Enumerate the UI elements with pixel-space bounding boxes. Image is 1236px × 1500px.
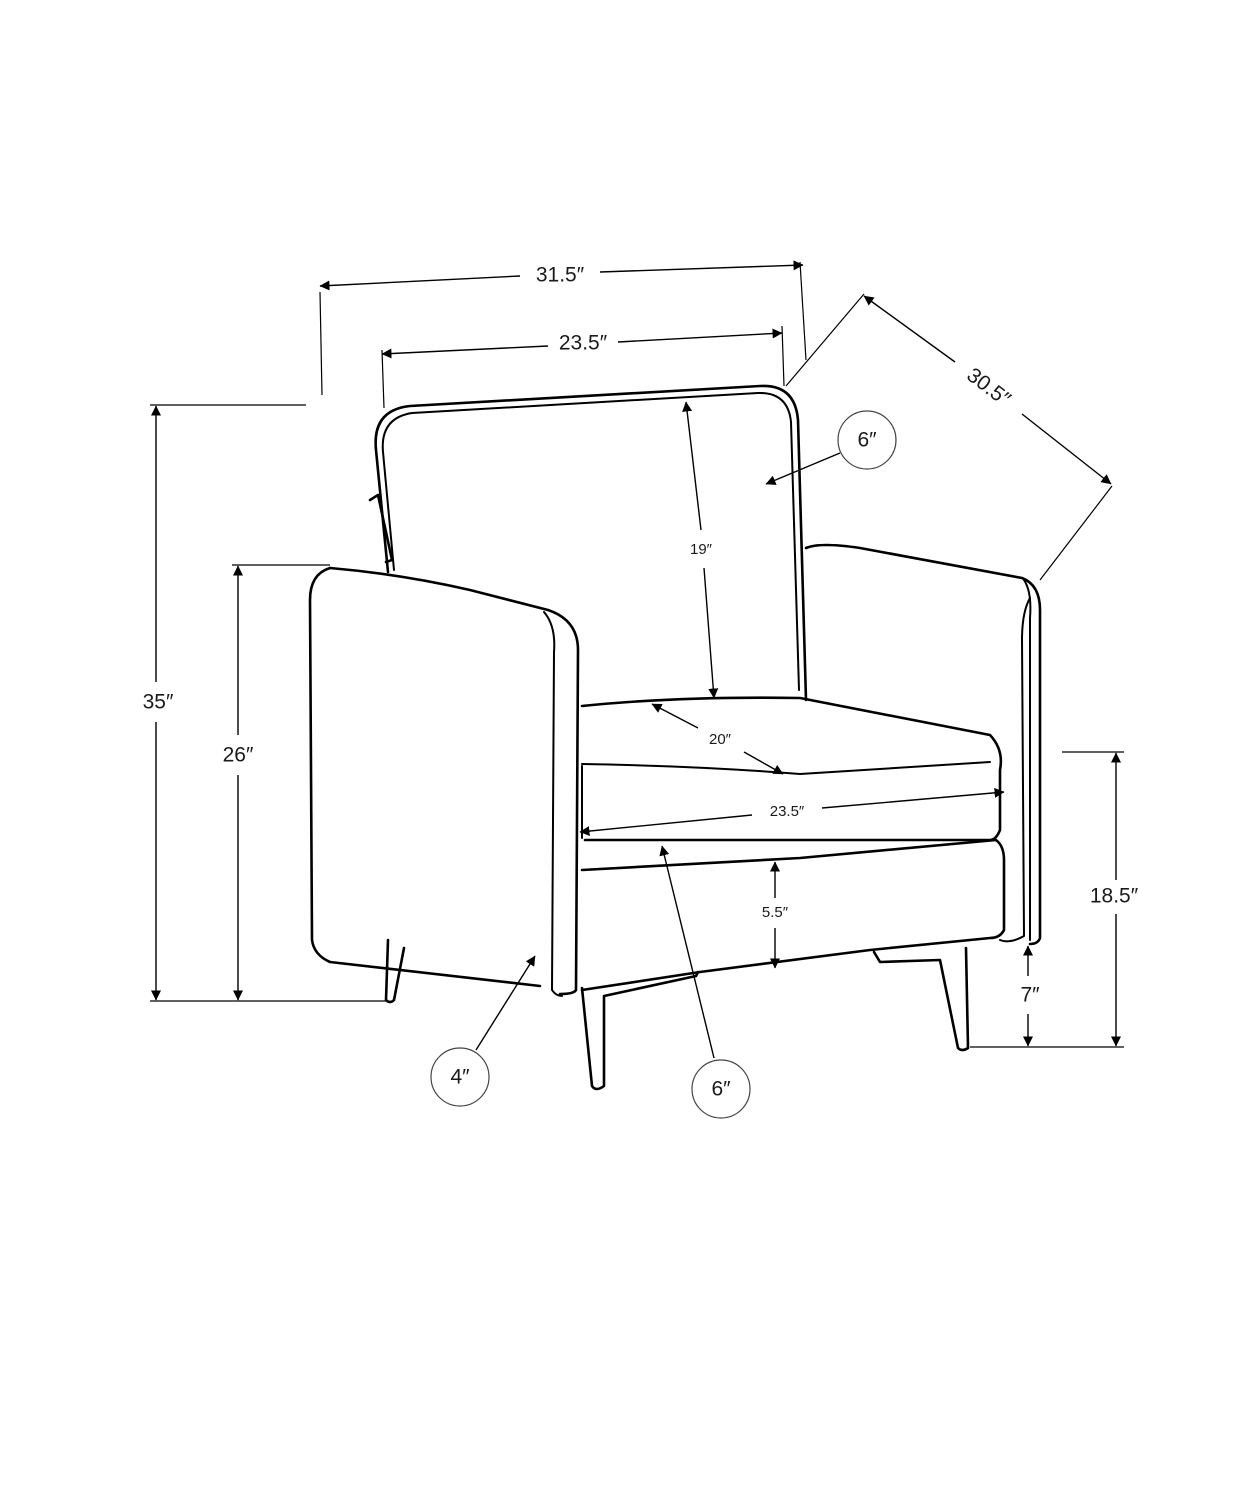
chair-back-cushion-piping xyxy=(381,391,800,691)
dim-seat-depth-b xyxy=(743,751,784,775)
chair-seat-cushion-piping xyxy=(581,761,991,775)
dimension-labels: 31.5″ 23.5″ 30.5″ 35″ 26″ 19″ 20″ 23.5″ … xyxy=(143,264,1139,1101)
dim-seat-depth-a xyxy=(651,703,699,729)
dim-back-height-b xyxy=(703,567,719,699)
dim-overall-width-a xyxy=(319,275,521,291)
ext-inner-width-right xyxy=(781,325,785,387)
label-leg-height: 7″ xyxy=(1020,984,1040,1007)
label-overall-height: 35″ xyxy=(143,691,174,714)
ext-overall-width-left xyxy=(319,291,323,396)
dim-seat-width-a xyxy=(579,814,753,837)
leader-arm-width xyxy=(475,955,536,1051)
chair-leg-front-left xyxy=(384,938,406,1004)
label-overall-depth: 30.5″ xyxy=(962,364,1015,412)
dim-seat-width-b xyxy=(821,787,1005,809)
dim-inner-width-b xyxy=(617,328,783,343)
label-callout-back-cushion: 6″ xyxy=(857,429,877,452)
chair-left-arm-piping xyxy=(543,611,563,997)
ext-depth-top xyxy=(785,293,865,387)
dim-overall-width-b xyxy=(599,260,804,273)
dim-inner-width-a xyxy=(381,345,549,359)
callout-circle-back-cushion xyxy=(837,410,897,470)
chair-right-arm xyxy=(804,543,1042,946)
ext-overall-width-right xyxy=(799,261,807,361)
chair-right-arm-inner xyxy=(999,597,1031,943)
label-back-height: 19″ xyxy=(690,541,713,558)
label-overall-width: 31.5″ xyxy=(536,264,585,287)
dim-back-height-a xyxy=(682,401,702,531)
chair-back-cushion xyxy=(374,384,808,702)
callout-circle-seat-cushion xyxy=(691,1059,751,1119)
dimension-lines xyxy=(150,260,1124,1059)
chair-seat-cushion xyxy=(580,696,1003,842)
chair-leg-front-right xyxy=(872,946,970,1052)
chair-right-arm-piping xyxy=(1023,579,1032,941)
label-seat-height: 18.5″ xyxy=(1090,885,1139,908)
chair-left-arm-top xyxy=(328,566,580,996)
callouts xyxy=(430,410,897,1119)
chair-left-arm xyxy=(308,566,542,988)
leader-seat-cushion xyxy=(659,845,715,1059)
label-cushion-thickness: 5.5″ xyxy=(762,904,789,921)
label-inner-width: 23.5″ xyxy=(559,332,608,355)
dim-depth-b xyxy=(1021,413,1112,485)
chair-leg-front-center xyxy=(580,970,700,1091)
leader-back-cushion xyxy=(765,452,841,485)
callout-circle-arm-width xyxy=(430,1047,490,1107)
label-arm-height: 26″ xyxy=(223,744,254,767)
label-callout-arm-width: 4″ xyxy=(450,1066,470,1089)
ext-depth-bottom xyxy=(1039,485,1113,581)
label-seat-depth: 20″ xyxy=(709,731,732,748)
chair-seat-base xyxy=(580,838,1006,992)
chair-drawing xyxy=(308,384,1042,1091)
label-callout-seat-cushion: 6″ xyxy=(711,1078,731,1101)
chair-back-left-post xyxy=(368,493,394,564)
label-seat-width: 23.5″ xyxy=(770,803,805,820)
ext-inner-width-left xyxy=(381,349,385,409)
dim-depth-a xyxy=(863,295,956,363)
